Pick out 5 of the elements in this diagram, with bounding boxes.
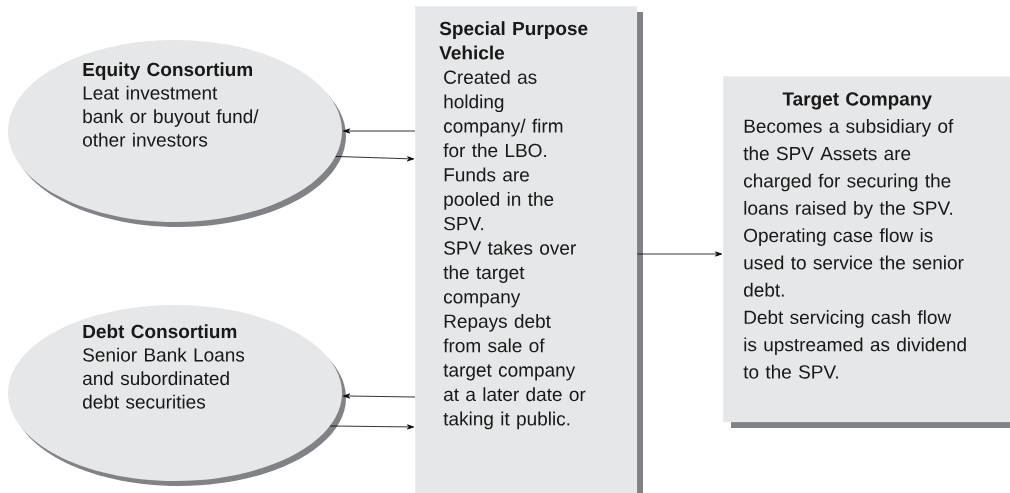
arrow — [343, 128, 416, 134]
arrow — [335, 156, 415, 162]
arrow — [637, 251, 723, 257]
arrow — [342, 393, 416, 399]
arrow — [329, 424, 415, 430]
